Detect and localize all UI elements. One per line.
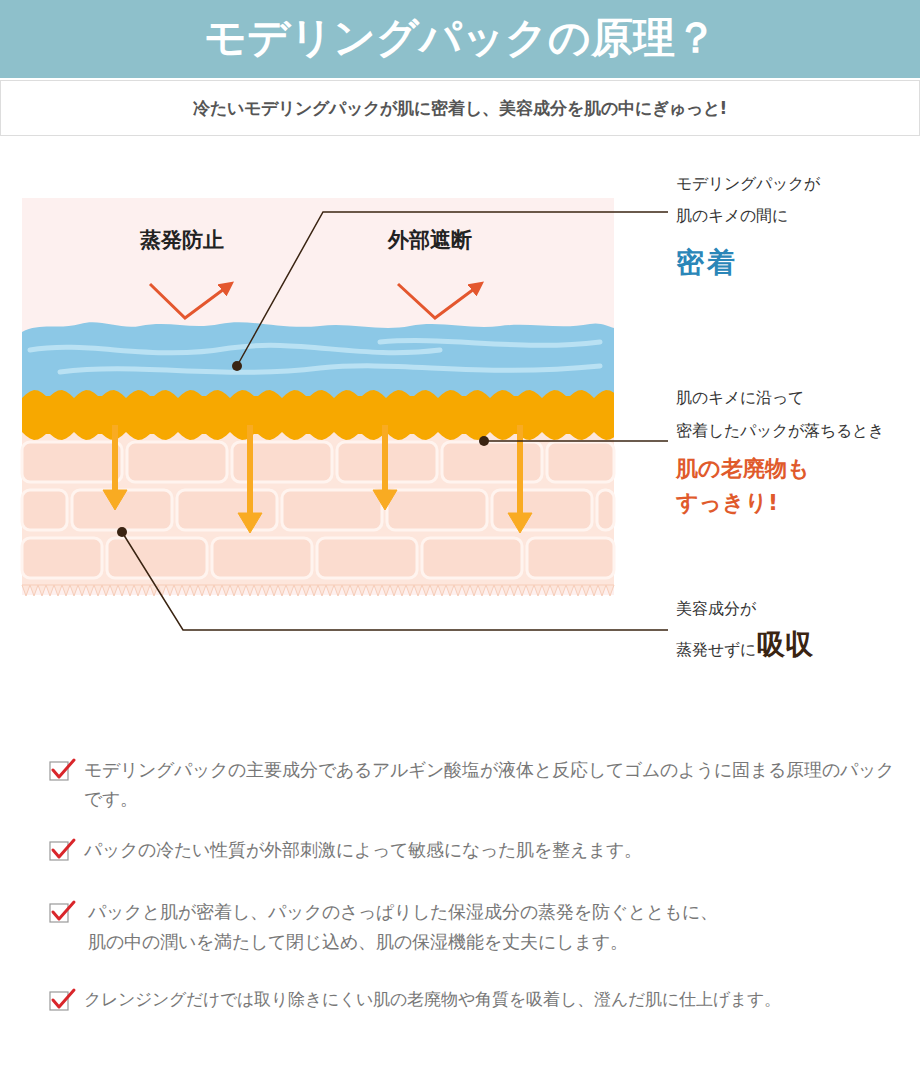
skin-layer	[22, 430, 614, 585]
callout-keyword: 密着	[676, 244, 738, 282]
callout-text: 蒸発せずに	[676, 638, 756, 662]
callout-text: モデリングパックが 肌のキメの間に	[676, 168, 856, 232]
check-item: パックと肌が密着し、パックのさっぱりした保湿成分の蒸発を防ぐとともに、 肌の中の…	[88, 897, 778, 957]
callout-keyword: 吸収	[757, 627, 813, 663]
subtitle-text: 冷たいモデリングパックが肌に密着し、美容成分を肌の中にぎゅっと!	[1, 81, 919, 135]
skin-fringe	[22, 585, 614, 596]
callout-text: 美容成分が	[676, 597, 756, 621]
barrier-arrows	[150, 284, 478, 318]
background	[22, 198, 614, 595]
pack-texture	[30, 341, 600, 373]
leader-lines	[122, 212, 668, 630]
check-item: パックの冷たい性質が外部刺激によって敏感になった肌を整えます。	[84, 835, 894, 864]
title-band	[0, 0, 920, 78]
title: モデリングパックの原理？	[0, 8, 920, 68]
check-icons	[50, 760, 74, 1010]
callout-keyword: 肌の老廃物も すっきり!	[676, 452, 846, 520]
leader-dots	[117, 361, 489, 537]
check-item: モデリングパックの主要成分であるアルギン酸塩が液体と反応してゴムのように固まる原…	[84, 755, 894, 813]
absorption-arrows	[103, 425, 532, 533]
check-item: クレンジングだけでは取り除きにくい肌の老廃物や角質を吸着し、澄んだ肌に仕上げます…	[84, 985, 914, 1013]
modeling-pack	[22, 322, 614, 400]
area-label: 外部遮断	[388, 226, 472, 254]
skin-texture-layer	[22, 390, 614, 440]
skin-cells	[22, 442, 614, 578]
area-label: 蒸発防止	[140, 226, 224, 254]
subtitle-box: 冷たいモデリングパックが肌に密着し、美容成分を肌の中にぎゅっと!	[0, 80, 920, 136]
callout-text: 肌のキメに沿って 密着したパックが落ちるとき	[676, 381, 916, 447]
